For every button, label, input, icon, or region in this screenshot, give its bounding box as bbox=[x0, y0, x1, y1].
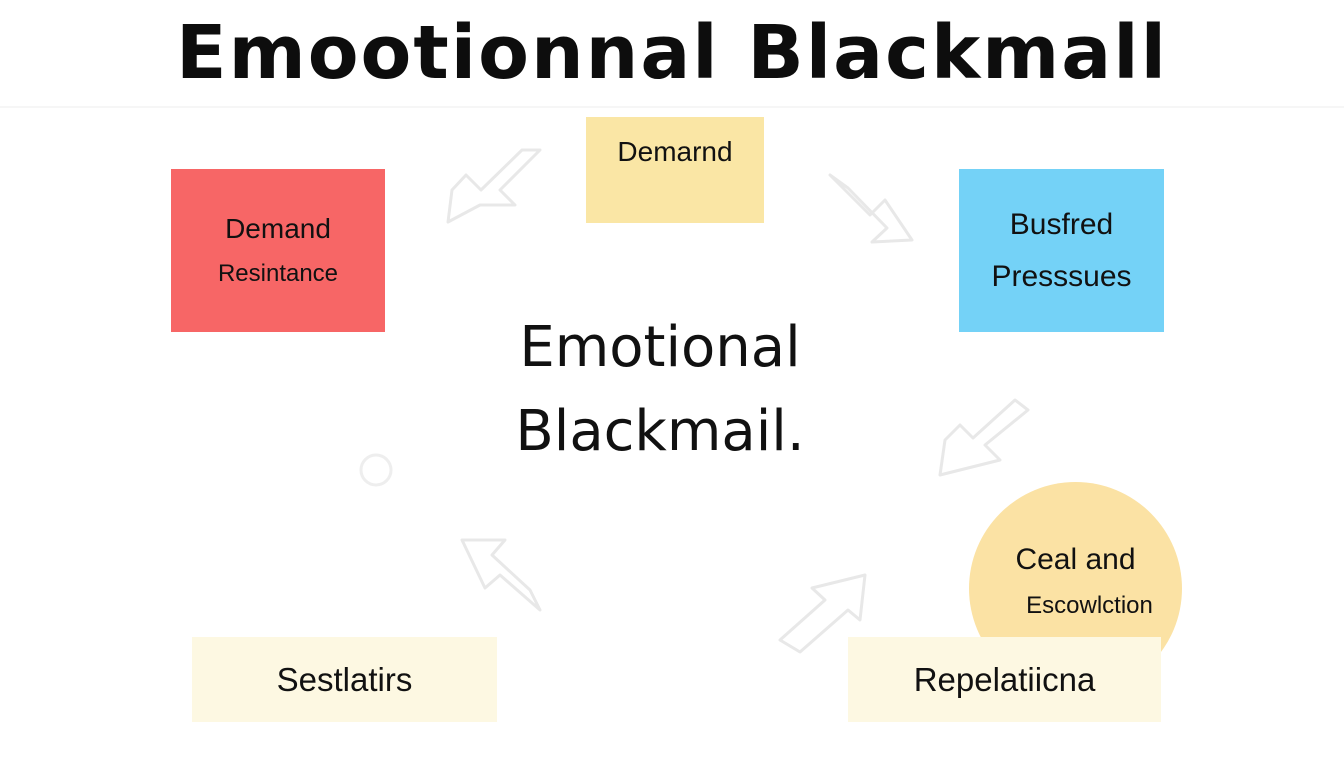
arrow-outline-icon bbox=[778, 573, 867, 654]
arrow-outline-icon bbox=[828, 173, 914, 244]
title-divider bbox=[0, 106, 1344, 108]
node-left-line1: Demand bbox=[225, 213, 331, 245]
center-line1: Emotional bbox=[519, 315, 801, 380]
center-label: Emotional Blackmail. bbox=[470, 306, 850, 474]
diagram-title: Emootionnal Blackmall bbox=[176, 10, 1168, 96]
node-bottom-left: Sestlatirs bbox=[192, 637, 497, 722]
arrow-outline-icon bbox=[460, 538, 542, 612]
circle-outline-icon bbox=[359, 453, 393, 487]
arrow-outline-icon bbox=[446, 148, 542, 224]
node-top-label: Demarnd bbox=[617, 136, 733, 167]
center-line2: Blackmail. bbox=[515, 399, 805, 464]
node-circle-line2: Escowlction bbox=[1026, 592, 1153, 619]
node-top-demand: Demarnd bbox=[586, 117, 764, 223]
node-bottom-right: Repelatiicna bbox=[848, 637, 1161, 722]
node-left-demand-resistance: Demand Resintance bbox=[171, 169, 385, 332]
node-right-line1: Busfred bbox=[1009, 207, 1114, 241]
node-left-line2: Resintance bbox=[217, 259, 339, 287]
node-right-line2: Presssues bbox=[991, 259, 1132, 293]
node-bottom-right-label: Repelatiicna bbox=[913, 660, 1096, 698]
node-circle-line1: Ceal and bbox=[1015, 543, 1136, 576]
arrow-outline-icon bbox=[938, 398, 1030, 477]
node-right-pressures: Busfred Presssues bbox=[959, 169, 1164, 332]
node-bottom-left-label: Sestlatirs bbox=[276, 660, 413, 698]
